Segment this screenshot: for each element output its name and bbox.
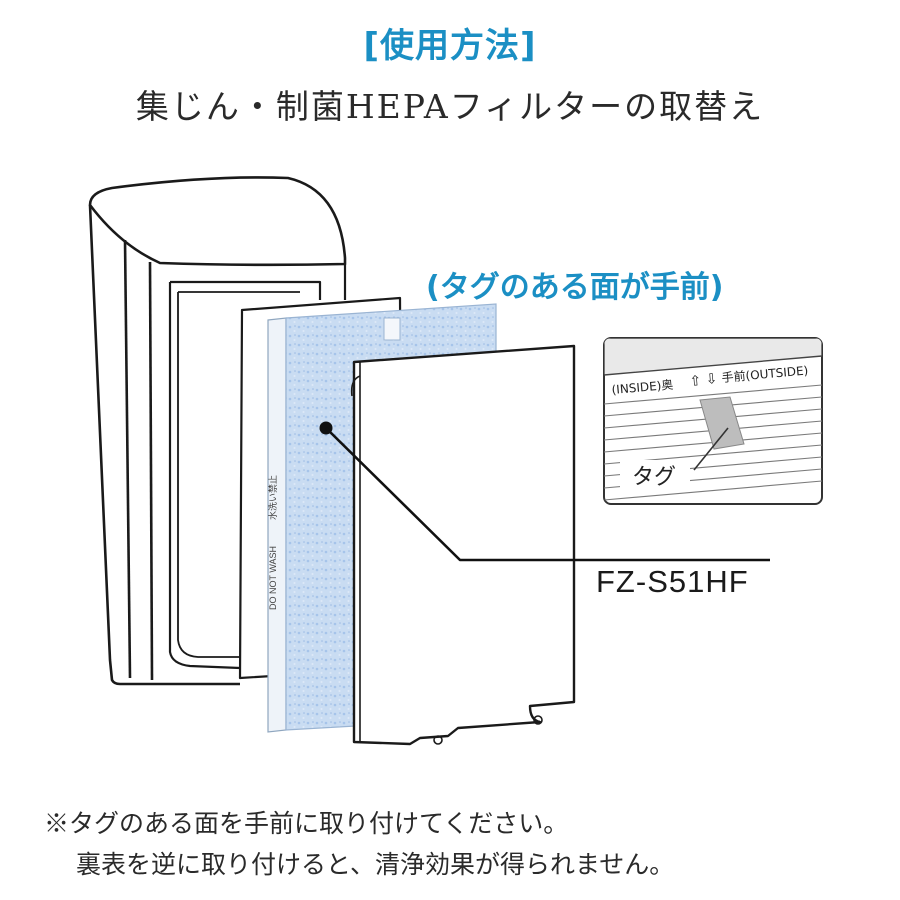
down-arrow-icon: ⇩ [705,371,718,388]
filter-side-jp-text: 水洗い禁止 [267,475,279,520]
page-subtitle: 集じん・制菌HEPAフィルターの取替え [135,87,765,126]
model-number-label: FZ-S51HF [596,564,749,599]
up-arrow-icon: ⇧ [689,373,702,390]
inside-label: (INSIDE)奥 [611,378,674,397]
filter-side-wash-text: DO NOT WASH [268,546,278,610]
front-cover-panel [352,344,576,746]
tag-piece [699,396,745,450]
tag-face-callout: (タグのある面が手前) [426,270,724,305]
tag-closeup-inset: (INSIDE)奥 ⇧ ⇩ 手前(OUTSIDE) タグ [603,337,823,505]
model-leader-line [325,427,770,562]
tag-label: タグ [632,465,676,490]
instruction-note-line-2: 裏表を逆に取り付けると、清浄効果が得られません。 [76,850,675,879]
instruction-note-line-1: ※タグのある面を手前に取り付けてください。 [44,809,569,838]
page-title: [使用方法] [363,26,537,66]
air-purifier-body [88,176,347,686]
